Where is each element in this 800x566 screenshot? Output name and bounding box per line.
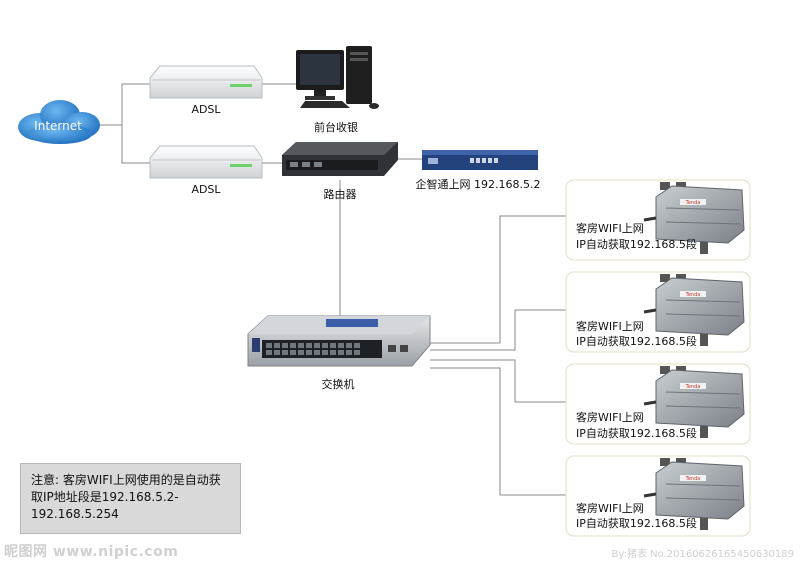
ap3-line2: IP自动获取192.168.5段 — [576, 426, 697, 440]
watermark-left: 昵图网 www.nipic.com — [4, 544, 179, 560]
ap1-line2: IP自动获取192.168.5段 — [576, 237, 697, 251]
router-icon — [282, 142, 398, 176]
switch-label: 交换机 — [322, 377, 355, 391]
watermark-right: By:猪表 No.20160626165450630189 — [611, 549, 794, 560]
internet-label: Internet — [34, 119, 82, 133]
ap3-line1: 客房WIFI上网 — [576, 410, 644, 424]
modem1-label: ADSL — [191, 103, 221, 116]
link-switch-ap1 — [430, 215, 570, 344]
connection-lines — [97, 83, 570, 496]
adsl-modem-icon — [149, 65, 263, 99]
ap1-line1: 客房WIFI上网 — [576, 221, 644, 235]
link-switch-ap3 — [430, 359, 570, 403]
desktop-computer-icon — [296, 46, 379, 109]
svg-text:Tenda: Tenda — [685, 384, 701, 390]
gateway-label: 企智通上网 192.168.5.2 — [416, 177, 541, 191]
network-switch-icon — [247, 315, 431, 367]
access-point-icon: Tenda — [643, 182, 745, 254]
ap4-line1: 客房WIFI上网 — [576, 501, 644, 515]
internet-cloud-icon: Internet — [18, 100, 100, 144]
note-text: 注意: 客房WIFI上网使用的是自动获取IP地址段是192.168.5.2-19… — [31, 473, 221, 521]
access-point-icon: Tenda — [643, 366, 745, 438]
adsl-modem-icon — [149, 145, 263, 179]
ap2-line2: IP自动获取192.168.5段 — [576, 334, 697, 348]
gateway-appliance-icon — [422, 150, 538, 170]
access-point-card: Tenda 客房WIFI上网 IP自动获取192.168.5段 — [565, 455, 751, 537]
ap4-line2: IP自动获取192.168.5段 — [576, 516, 697, 530]
access-point-card: Tenda 客房WIFI上网 IP自动获取192.168.5段 — [565, 363, 751, 445]
note-box: 注意: 客房WIFI上网使用的是自动获取IP地址段是192.168.5.2-19… — [20, 463, 241, 534]
link-switch-ap4 — [430, 367, 570, 496]
pc-label: 前台收银 — [314, 120, 358, 134]
modem2-label: ADSL — [191, 183, 221, 196]
access-point-icon: Tenda — [643, 274, 745, 346]
link-cloud-modem2 — [97, 124, 150, 164]
access-point-card: Tenda 客房WIFI上网 IP自动获取192.168.5段 — [565, 271, 751, 353]
svg-text:Tenda: Tenda — [685, 292, 701, 298]
access-point-icon: Tenda — [643, 458, 745, 530]
access-point-card: Tenda 客房WIFI上网 IP自动获取192.168.5段 — [565, 179, 751, 261]
svg-text:Tenda: Tenda — [685, 200, 701, 206]
router-label: 路由器 — [324, 187, 357, 201]
ap2-line1: 客房WIFI上网 — [576, 319, 644, 333]
link-cloud-modem1 — [97, 83, 150, 126]
svg-text:Tenda: Tenda — [685, 476, 701, 482]
link-switch-ap2 — [430, 309, 570, 351]
